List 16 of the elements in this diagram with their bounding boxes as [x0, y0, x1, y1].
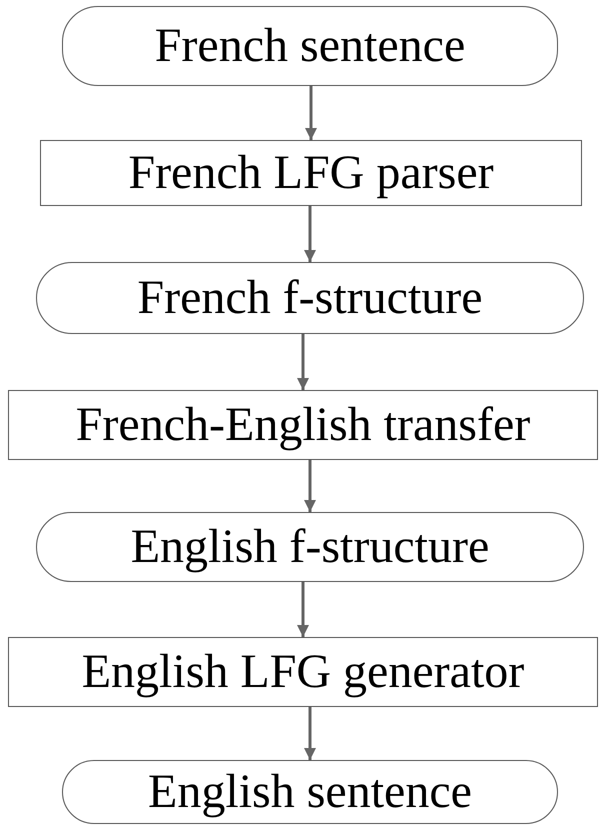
node-text: French sentence	[154, 20, 466, 72]
node-text: English f-structure	[130, 520, 490, 574]
process-box	[8, 637, 598, 707]
arrow	[297, 582, 309, 637]
node-text: English LFG generator	[82, 646, 524, 698]
arrow	[297, 334, 309, 390]
node-text: French LFG parser	[128, 146, 494, 200]
process-box	[40, 140, 582, 206]
node-text: English sentence	[148, 766, 472, 818]
process-box	[8, 390, 598, 460]
node-text: French-English transfer	[76, 398, 530, 452]
arrow	[304, 206, 316, 262]
node-text: French f-structure	[137, 272, 483, 324]
arrow	[305, 86, 317, 140]
arrow	[304, 707, 316, 760]
arrow	[304, 460, 316, 512]
